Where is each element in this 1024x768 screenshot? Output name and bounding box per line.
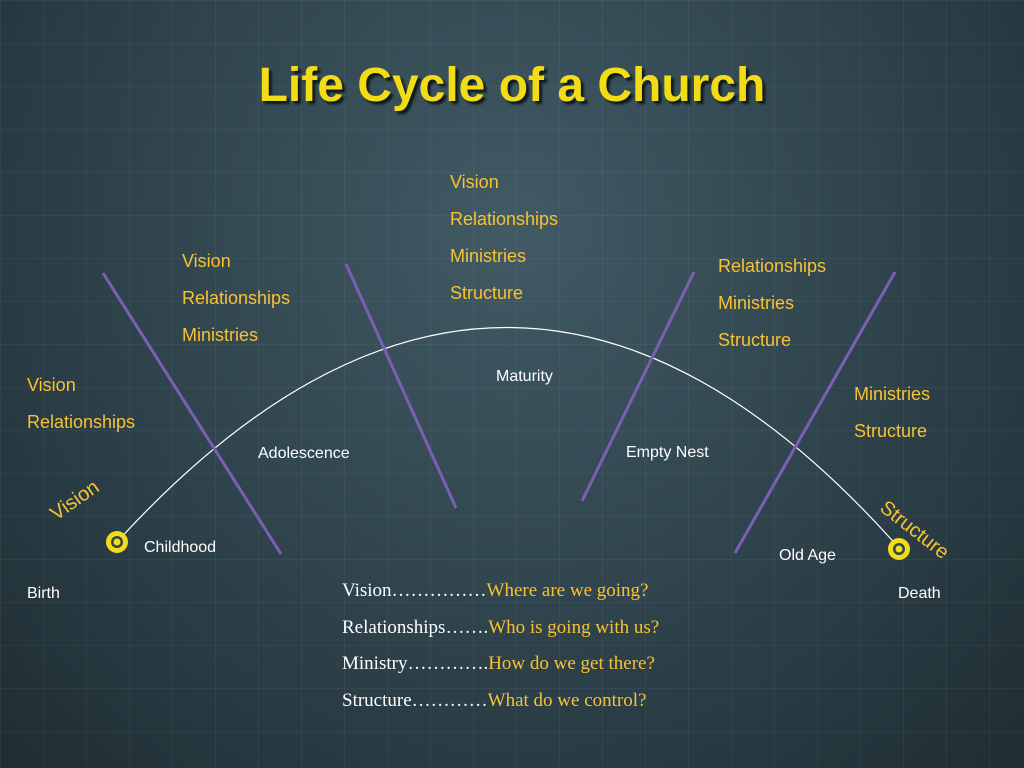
list-item: Structure	[718, 330, 792, 350]
stage-old-age: Old Age	[779, 547, 836, 564]
list-item: Structure	[854, 421, 928, 441]
list-item: Relationships	[182, 288, 291, 308]
legend-row-relationships: Relationships…….Who is going with us?	[342, 610, 659, 647]
legend-term: Ministry………….	[342, 653, 489, 674]
legend-term: Relationships…….	[342, 616, 489, 638]
stage-divider-3	[580, 271, 696, 502]
legend-question: Where are we going?	[486, 580, 649, 601]
list-item: Structure	[450, 283, 524, 303]
list-item: Relationships	[450, 209, 559, 229]
empty-nest-list: Relationships Ministries Structure	[718, 248, 826, 359]
list-item: Vision	[450, 172, 499, 192]
list-item: Relationships	[27, 412, 136, 432]
stage-maturity: Maturity	[496, 368, 553, 385]
old-age-list: Ministries Structure	[854, 376, 930, 450]
list-item: Ministries	[450, 246, 527, 266]
slide-title: Life Cycle of a Church	[258, 59, 766, 112]
list-item: Relationships	[718, 256, 827, 276]
stage-divider-2	[344, 263, 458, 509]
legend-term: Vision……………	[342, 580, 487, 601]
death-marker	[888, 538, 910, 560]
birth-marker	[106, 531, 128, 553]
stage-death: Death	[898, 585, 941, 602]
stage-divider-4	[733, 271, 897, 554]
legend-row-structure: Structure…………What do we control?	[342, 683, 659, 720]
birth-childhood-list: Vision Relationships	[27, 367, 135, 441]
list-item: Ministries	[854, 384, 931, 404]
legend-term: Structure…………	[342, 689, 488, 711]
legend-row-vision: Vision……………Where are we going?	[342, 573, 659, 610]
list-item: Vision	[27, 375, 76, 395]
stage-divider-1	[101, 272, 283, 555]
maturity-list: Vision Relationships Ministries Structur…	[450, 164, 558, 312]
adolescence-list: Vision Relationships Ministries	[182, 243, 290, 354]
list-item: Ministries	[182, 325, 259, 345]
stage-adolescence: Adolescence	[258, 445, 350, 462]
stage-empty-nest: Empty Nest	[626, 444, 709, 461]
stage-childhood: Childhood	[144, 539, 217, 556]
definition-legend: Vision……………Where are we going? Relations…	[342, 573, 659, 719]
legend-question: What do we control?	[487, 689, 647, 711]
legend-question: How do we get there?	[488, 653, 655, 674]
list-item: Ministries	[718, 293, 795, 313]
life-cycle-curve	[116, 327, 900, 549]
legend-row-ministry: Ministry………….How do we get there?	[342, 646, 659, 683]
stage-birth: Birth	[27, 585, 60, 602]
legend-question: Who is going with us?	[488, 616, 660, 638]
list-item: Vision	[182, 251, 231, 271]
